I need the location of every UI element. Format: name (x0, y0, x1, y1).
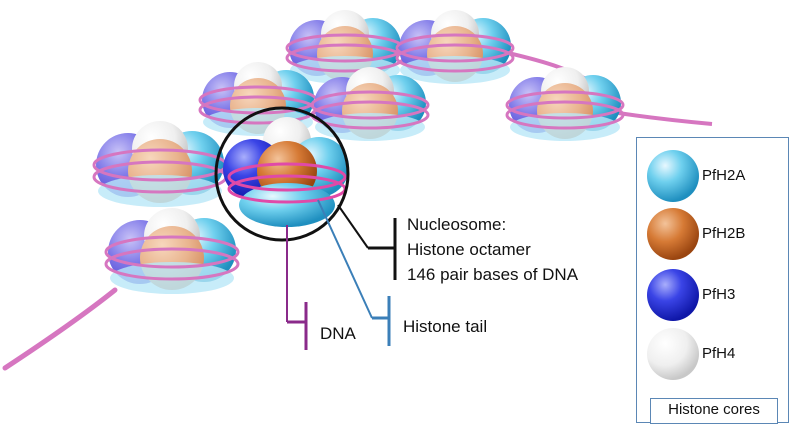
nucleosome-bead (505, 67, 625, 141)
white-sphere-icon (647, 328, 699, 380)
legend-label-pfh3: PfH3 (702, 286, 736, 303)
dna-label: DNA (320, 324, 356, 343)
blue-sphere-icon (647, 269, 699, 321)
light-blue-sphere-icon (647, 150, 699, 202)
highlight-circle (214, 106, 350, 242)
nucleosome-label-line3: 146 pair bases of DNA (407, 265, 579, 284)
dna-strand (611, 110, 713, 126)
nucleosome-pointer-line (337, 204, 369, 249)
orange-sphere-icon (647, 208, 699, 260)
nucleosome-bead (198, 62, 318, 136)
histone-tail-pointer-line (317, 199, 373, 319)
legend-label-pfh2b: PfH2B (702, 225, 746, 242)
nucleosome-label-line2: Histone octamer (407, 240, 531, 259)
nucleosome-label-line1: Nucleosome: (407, 215, 507, 234)
legend-label-pfh2a: PfH2A (702, 167, 746, 184)
nucleosome-bead (310, 67, 430, 141)
highlighted-nucleosome (223, 117, 349, 227)
dna-strand (2, 287, 118, 371)
legend-label-pfh4: PfH4 (702, 345, 736, 362)
legend-title: Histone cores (650, 398, 778, 424)
nucleosome-bead (104, 208, 240, 294)
nucleosome-bead (395, 10, 515, 84)
histone-tail-label: Histone tail (403, 317, 488, 336)
nucleosome-bead (92, 121, 228, 207)
